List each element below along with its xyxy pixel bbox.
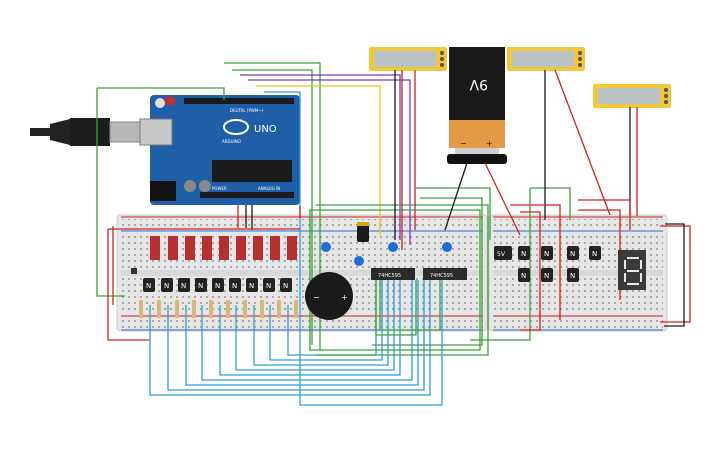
capacitor (357, 222, 369, 242)
display-wires (394, 69, 691, 331)
power-header-label: POWER (212, 186, 227, 191)
green-wires (309, 187, 571, 356)
battery-minus-label: − (460, 139, 467, 148)
transistor-label: N (570, 250, 575, 258)
transistor-label: N (181, 282, 186, 290)
transistor-label: N (215, 282, 220, 290)
transistor-label: N (521, 250, 526, 258)
potentiometers (321, 242, 452, 266)
battery-voltage-label: 9V (469, 76, 488, 92)
transistor-label: N (521, 272, 526, 280)
transistor-label: N (283, 282, 288, 290)
transistor-label: N (544, 250, 549, 258)
push-button (131, 268, 137, 274)
battery-plus-label: + (486, 139, 493, 148)
regulator-label: 5V (497, 251, 506, 258)
transistor-label: N (249, 282, 254, 290)
arduino-uno: UNO ARDUINO DIGITAL (PWM~) POWER ANALOG … (139, 95, 300, 205)
arduino-wires (96, 62, 411, 350)
arduino-brand-label: ARDUINO (222, 139, 241, 144)
lcd-display-1 (369, 47, 447, 71)
transistor-label: N (198, 282, 203, 290)
transistor-label: N (592, 250, 597, 258)
analog-header-label: ANALOG IN (258, 186, 280, 191)
led-row (150, 236, 297, 260)
chip-1-label: 74HC595 (378, 273, 401, 279)
transistor-label: N (164, 282, 169, 290)
svg-text:+: + (341, 293, 348, 302)
transistor-label: N (570, 272, 575, 280)
lcd-display-3 (593, 84, 671, 108)
led-power-wires (107, 226, 300, 341)
transistor-label: N (544, 272, 549, 280)
shift-register-2: 74HC595 (423, 268, 467, 280)
transistor-label: N (146, 282, 151, 290)
transistor-row-left: N N N N N N N N N (143, 278, 292, 292)
seven-segment-display (618, 250, 646, 290)
shift-register-1: 74HC595 (371, 268, 415, 280)
usb-cable (30, 118, 141, 146)
transistor-label: N (232, 282, 237, 290)
svg-text:−: − (313, 293, 320, 302)
chip-2-label: 74HC595 (430, 273, 453, 279)
voltage-regulator: 5V (494, 246, 512, 260)
digital-header-label: DIGITAL (PWM~) (230, 108, 264, 113)
battery-9v: 9V − + (447, 47, 507, 164)
lcd-display-2 (507, 47, 585, 71)
arduino-uno-label: UNO (254, 124, 277, 135)
piezo-buzzer: − + (305, 272, 353, 320)
transistor-label: N (266, 282, 271, 290)
resistor-row-left (139, 300, 298, 318)
transistor-row-right: N N N N N N N (518, 246, 601, 282)
